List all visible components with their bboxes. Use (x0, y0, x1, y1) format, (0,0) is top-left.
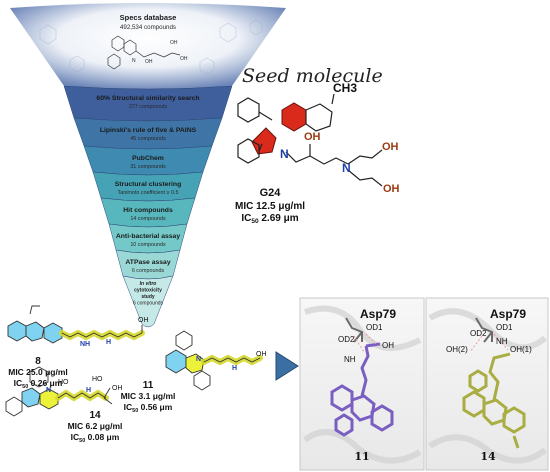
compound-11-n: N (196, 356, 201, 363)
funnel-last-line: In vitro (140, 281, 157, 287)
funnel-stage-title: ATPase assay (125, 259, 170, 266)
dock-11-nh: NH (344, 355, 356, 364)
funnel-mol-n: N (132, 58, 136, 64)
compound-11-nh: H (232, 365, 237, 372)
dock-11-oh: OH (382, 341, 394, 350)
seed-oh1: OH (304, 131, 321, 143)
screening-funnel: 60% Structural similarity search 277 comp… (10, 3, 286, 328)
compound-14-ho1: HO (58, 379, 69, 386)
compound-14-structure (5, 366, 113, 417)
funnel-mol-oh2: OH (145, 59, 153, 65)
dock-11-hbonds (353, 333, 379, 353)
compound-8-nh2: H (106, 339, 111, 346)
funnel-stage-title: PubChem (132, 155, 164, 162)
funnel-mol-oh3: OH (180, 56, 188, 62)
funnel-stage-count: 14 compounds (130, 216, 166, 222)
dock-11-od2: OD2 (338, 335, 355, 344)
compound-14-oh: OH (112, 385, 123, 392)
seed-n1: N (280, 147, 289, 161)
funnel-last-line: cytotoxicity (134, 288, 162, 294)
compound-14-ho2: HO (92, 376, 103, 383)
compound-8-structure (7, 305, 145, 344)
dock-14-oh1: OH(1) (510, 345, 532, 354)
funnel-stage-count: 45 compounds (130, 136, 166, 142)
compound-14-nh: H (86, 387, 91, 394)
funnel-stage-count: 31 compounds (130, 164, 166, 170)
seed-title: Seed molecule (242, 65, 383, 87)
dock-11-residue (345, 317, 363, 343)
funnel-top-title: Specs database (120, 13, 177, 22)
hit-compounds-panel: OH NH H 8 MIC 25.0 μg/ml IC50 0.26 μm N … (5, 305, 267, 444)
compound-11-mic: MIC 3.1 μg/ml (121, 391, 176, 401)
compound-14-id: 14 (89, 410, 101, 421)
dock-14-residue-label: Asp79 (490, 307, 526, 321)
compound-11-id: 11 (143, 380, 154, 391)
funnel-stage-count: 10 compounds (130, 242, 166, 248)
dock-14-hbonds (469, 333, 509, 353)
seed-mic: MIC 12.5 μg/ml (235, 201, 305, 212)
compound-14-mic: MIC 6.2 μg/ml (68, 421, 123, 431)
compound-14-n: N (46, 387, 51, 394)
dock-14-compound: 14 (480, 450, 496, 463)
funnel-stage-band (122, 275, 174, 328)
dock-11-residue-label: Asp79 (360, 307, 396, 321)
compound-8-id: 8 (35, 356, 41, 367)
seed-name: G24 (260, 187, 282, 199)
funnel-top-molecule (107, 35, 181, 70)
seed-oh2: OH (382, 141, 399, 153)
dock-11-ribbon (303, 305, 422, 464)
funnel-stage-title: Hit compounds (123, 207, 173, 214)
funnel-last-line: 6 compounds (133, 301, 164, 307)
seed-n2: N (342, 161, 351, 175)
funnel-last-line: study (141, 294, 155, 300)
docking-panel-11: Asp79 OD1 OD2 NH OH 11 (299, 297, 425, 471)
funnel-stage-title: Anti-bacterial assay (116, 233, 180, 240)
seed-molecule-panel: Seed molecule CH3 N N OH OH OH G24 MIC 1… (235, 65, 400, 225)
seed-ic50: IC50 2.69 μm (241, 213, 298, 225)
compound-11-oh: OH (256, 351, 267, 358)
dock-11-od1: OD1 (366, 323, 383, 332)
dock-14-nh: NH (496, 337, 508, 346)
funnel-stage-count: Tanimoto coefficient ≥ 0.5 (118, 190, 179, 196)
flow-arrow (275, 351, 299, 381)
funnel-top-pattern (39, 19, 263, 75)
dock-11-compound: 11 (354, 450, 369, 463)
dock-14-ribbon (428, 308, 547, 464)
funnel-stages: 60% Structural similarity search 277 comp… (63, 85, 233, 328)
dock-11-ligand (330, 342, 394, 437)
compound-8-nh1: NH (80, 341, 90, 348)
dock-14-residue (475, 317, 493, 343)
funnel-stage-title: Lipinski's rule of five & PAINS (100, 127, 197, 134)
funnel-mol-oh1: OH (170, 40, 178, 46)
funnel-stage-title: Structural clustering (115, 181, 181, 188)
compound-11-ic50: IC50 0.56 μm (124, 402, 173, 414)
dock-14-od1: OD1 (496, 323, 513, 332)
dock-14-oh2: OH(2) (446, 345, 468, 354)
compound-8-mic: MIC 25.0 μg/ml (8, 367, 68, 377)
funnel-top-count: 492,534 compounds (120, 24, 176, 31)
seed-oh3: OH (383, 183, 400, 195)
compound-11-structure (165, 330, 263, 391)
dock-14-od2: OD2 (470, 329, 487, 338)
seed-structure (237, 93, 383, 187)
funnel-stage-count: 6 compounds (132, 268, 165, 274)
funnel-stage-title: 60% Structural similarity search (96, 95, 199, 102)
compound-14-ic50: IC50 0.08 μm (71, 432, 120, 444)
docking-panel-14: Asp79 OD1 OD2 OH(2) OH(1) NH 14 (425, 297, 549, 471)
compound-8-ic50: IC50 0.26 μm (14, 378, 63, 390)
seed-ch3: CH3 (333, 81, 357, 95)
funnel-stage-count: 277 compounds (129, 104, 168, 110)
compound-8-oh: OH (138, 317, 149, 324)
dock-14-ligand (462, 352, 526, 449)
funnel-top-band (10, 3, 286, 91)
